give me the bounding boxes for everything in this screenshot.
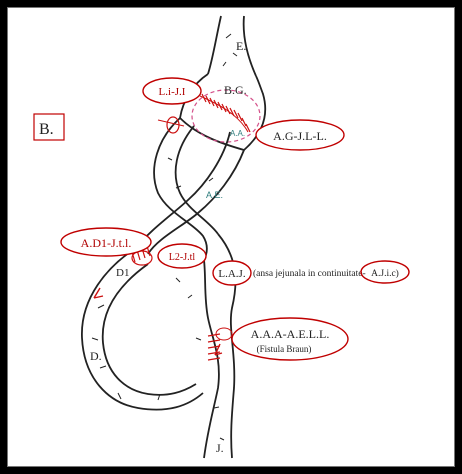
li-ji-line [157, 119, 185, 127]
callout-ad1-jtl: A.D1-J.t.l. [81, 236, 132, 250]
callout-li-ji-ellipse [142, 77, 202, 105]
afferent-loop-right [174, 125, 219, 235]
efferent-loop-left [147, 149, 245, 255]
callout-ag-jll-ellipse [255, 119, 345, 151]
esophagus [207, 15, 257, 77]
label-jejunum: J. [216, 441, 224, 455]
callout-ajic: A.J.i.c) [371, 268, 399, 279]
callout-laj: L.A.J. [218, 268, 245, 280]
suture-line [199, 95, 249, 133]
label-efferent: A.E. [206, 190, 223, 200]
callout-ansa-text: (ansa jejunala in continuitate- [253, 268, 366, 279]
callout-laj-ellipse [212, 260, 252, 286]
figure-sheet: B. [7, 7, 455, 467]
gastrojejunal-sutures [201, 93, 251, 133]
duodenojejunal-sutures [131, 245, 151, 263]
braun-ring [215, 327, 233, 341]
figure-label: B. [39, 121, 54, 138]
label-esophagus: E. [236, 39, 246, 53]
callout-ad1-jtl-ellipse [60, 227, 152, 257]
label-gastric-stump: B.G. [224, 83, 247, 97]
duodenal-loop-outer [81, 247, 204, 411]
callout-ag-jll: A.G-J.L-L. [273, 129, 327, 143]
gastric-stump-dashed-outline [191, 89, 261, 143]
callout-fistula-braun: (Fistula Braun) [257, 344, 312, 354]
loop-hatching [91, 157, 225, 441]
callout-braun-ellipse [231, 317, 349, 361]
figure-label-box [33, 113, 65, 141]
callout-aaa-aell: A.A.A-A.E.L.L. [251, 327, 330, 341]
callout-l2-jtl: L2-J.tl [169, 252, 196, 263]
label-afferent-anastomosis: A.A. [230, 129, 245, 138]
braun-sutures [207, 333, 221, 361]
duodenal-loop-inner [101, 263, 197, 396]
callout-li-ji: L.i-J.I [159, 86, 186, 98]
callout-l2-jtl-ellipse [157, 243, 207, 269]
label-d1: D1 [116, 267, 129, 279]
esophagus-hatching [222, 33, 238, 67]
anatomy-diagram: B. [33, 15, 410, 459]
flow-arrow-duodenum [93, 287, 104, 299]
label-duodenum: D. [90, 349, 102, 363]
callout-ajic-ellipse [360, 260, 410, 284]
efferent-loop-right [135, 131, 231, 249]
